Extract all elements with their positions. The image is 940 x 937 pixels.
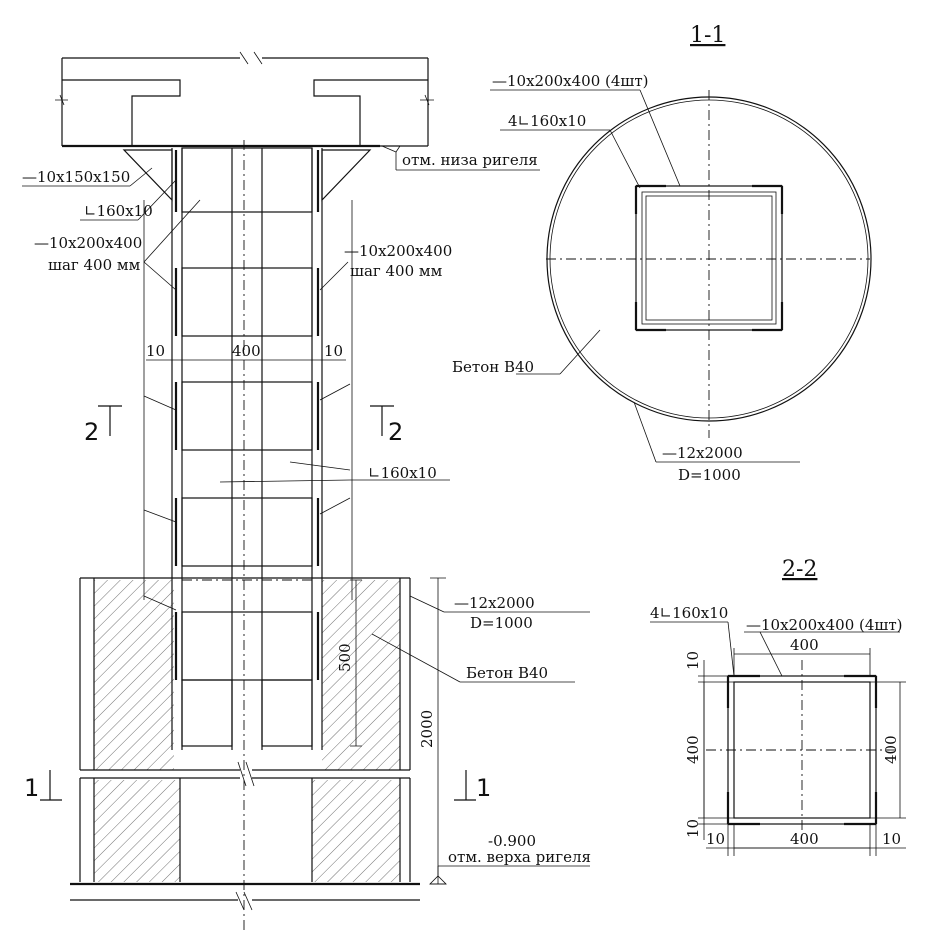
s11-label-plates: —10x200x400 (4шт) <box>492 72 649 90</box>
section-2-2: 2-2 4∟160x10 —10x200x400 (4шт) 400 400 4… <box>650 557 906 856</box>
level-top-label: отм. низа ригеля <box>402 151 538 169</box>
s22-dim-left: 400 <box>684 735 702 764</box>
level-bottom-label: отм. верха ригеля <box>448 848 591 866</box>
label-plate-150: —10x150x150 <box>22 168 130 186</box>
s22-dim-bottom: 400 <box>790 830 819 848</box>
s22-label-plates: —10x200x400 (4шт) <box>746 616 903 634</box>
label-concrete: Бетон В40 <box>466 664 548 682</box>
elevation-dim-500 <box>350 579 362 747</box>
label-plate-left: —10x200x400 <box>34 234 142 252</box>
level-bottom-value: -0.900 <box>488 832 536 850</box>
label-plate-right: —10x200x400 <box>344 242 452 260</box>
section-2-2-title: 2-2 <box>782 557 817 582</box>
level-top-marker: отм. низа ригеля <box>381 145 540 171</box>
s11-label-tube: —12x2000 <box>662 444 743 462</box>
elevation-view: отм. низа ригеля <box>22 51 591 930</box>
beam-top <box>55 51 434 148</box>
dim-10-left: 10 <box>146 342 165 360</box>
section-marks <box>40 405 476 801</box>
label-angle-mid: ∟160x10 <box>368 464 437 482</box>
section-1-1-title: 1-1 <box>690 23 725 48</box>
s11-label-concrete: Бетон В40 <box>452 358 534 376</box>
level-bottom-marker <box>429 865 590 885</box>
s22-dim-10-top: 10 <box>684 651 702 670</box>
s11-label-angles: 4∟160x10 <box>508 112 586 130</box>
section-mark-2-right: 2 <box>388 418 403 446</box>
label-step-right: шаг 400 мм <box>350 262 443 280</box>
dim-2000: 2000 <box>418 710 436 748</box>
s22-label-angles: 4∟160x10 <box>650 604 728 622</box>
batten-plates <box>174 147 320 747</box>
s22-dim-right: 400 <box>882 735 900 764</box>
s11-label-tube-d: D=1000 <box>678 466 741 484</box>
elevation-leaders <box>22 167 590 683</box>
section-mark-2-left: 2 <box>84 418 99 446</box>
section-mark-1-right: 1 <box>476 774 491 802</box>
label-tube-d: D=1000 <box>470 614 533 632</box>
s22-dim-10-bl: 10 <box>706 830 725 848</box>
concrete-base <box>70 577 420 911</box>
dim-10-right: 10 <box>324 342 343 360</box>
label-angle-top: ∟160x10 <box>84 202 153 220</box>
section-mark-1-left: 1 <box>24 774 39 802</box>
elevation-dim-400 <box>146 354 346 366</box>
section-1-1: 1-1 —10x200x400 (4шт) 4∟160x10 Бетон В40… <box>452 23 872 484</box>
top-gussets <box>122 149 372 202</box>
label-tube: —12x2000 <box>454 594 535 612</box>
s22-dim-10-bottom: 10 <box>684 819 702 838</box>
label-step-left: шаг 400 мм <box>48 256 141 274</box>
s22-dim-top: 400 <box>790 636 819 654</box>
s22-dim-10-br: 10 <box>882 830 901 848</box>
dim-400: 400 <box>232 342 261 360</box>
dim-500: 500 <box>336 643 354 672</box>
